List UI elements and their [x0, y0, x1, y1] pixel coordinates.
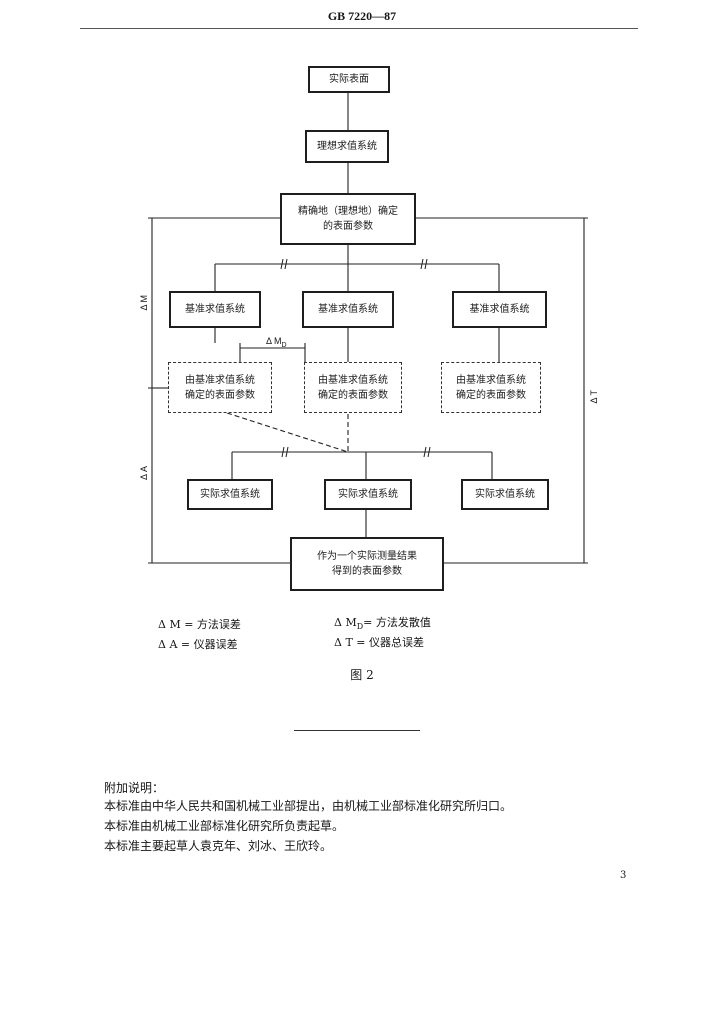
- reference-system-box-right: 基准求值系统: [452, 291, 547, 328]
- delta-m-side-label: Δ M: [139, 295, 149, 311]
- break-mark: [285, 446, 289, 458]
- legend-delta-a: Δ A = 仪器误差: [158, 638, 238, 651]
- break-mark: [420, 258, 424, 270]
- reference-system-box-left: 基准求值系统: [169, 291, 261, 328]
- break-mark: [280, 258, 284, 270]
- header-rule: [80, 28, 638, 29]
- break-mark: [424, 258, 428, 270]
- actual-system-box-right: 实际求值系统: [461, 479, 549, 510]
- legend-delta-m: Δ M = 方法误差: [158, 618, 241, 631]
- break-mark: [281, 446, 285, 458]
- legend-delta-t: Δ T = 仪器总误差: [334, 636, 424, 649]
- break-mark: [423, 446, 427, 458]
- document-header: GB 7220—87: [327, 9, 397, 23]
- reference-params-box-right: 由基准求值系统确定的表面参数: [441, 362, 541, 413]
- note-title: 附加说明：: [104, 781, 165, 795]
- separator-rule: [294, 730, 420, 731]
- figure-caption: 图 2: [350, 668, 374, 682]
- reference-params-box-center: 由基准求值系统确定的表面参数: [304, 362, 402, 413]
- flowchart-connectors: [148, 92, 588, 564]
- reference-params-box-left: 由基准求值系统确定的表面参数: [168, 362, 272, 413]
- note-line: 本标准主要起草人袁克年、刘冰、王欣玲。: [104, 839, 333, 853]
- note-line: 本标准由机械工业部标准化研究所负责起草。: [104, 819, 345, 833]
- connector-line: [226, 412, 349, 453]
- reference-system-box-center: 基准求值系统: [302, 291, 394, 328]
- page-number: 3: [620, 870, 627, 881]
- actual-system-box-left: 实际求值系统: [187, 479, 273, 510]
- actual-system-box-center: 实际求值系统: [324, 479, 412, 510]
- break-mark: [427, 446, 431, 458]
- ideal-params-box: 精确地（理想地）确定的表面参数: [280, 193, 416, 245]
- legend-delta-md: Δ MD= 方法发散值: [334, 616, 431, 632]
- measured-params-box: 作为一个实际测量结果得到的表面参数: [290, 537, 444, 591]
- delta-a-side-label: Δ A: [139, 466, 149, 481]
- delta-md-label: Δ MD: [266, 336, 287, 349]
- actual-surface-box: 实际表面: [308, 66, 390, 93]
- note-line: 本标准由中华人民共和国机械工业部提出，由机械工业部标准化研究所归口。: [104, 799, 513, 813]
- break-mark: [284, 258, 288, 270]
- ideal-system-box: 理想求值系统: [305, 130, 389, 163]
- delta-t-side-label: Δ T: [589, 390, 599, 404]
